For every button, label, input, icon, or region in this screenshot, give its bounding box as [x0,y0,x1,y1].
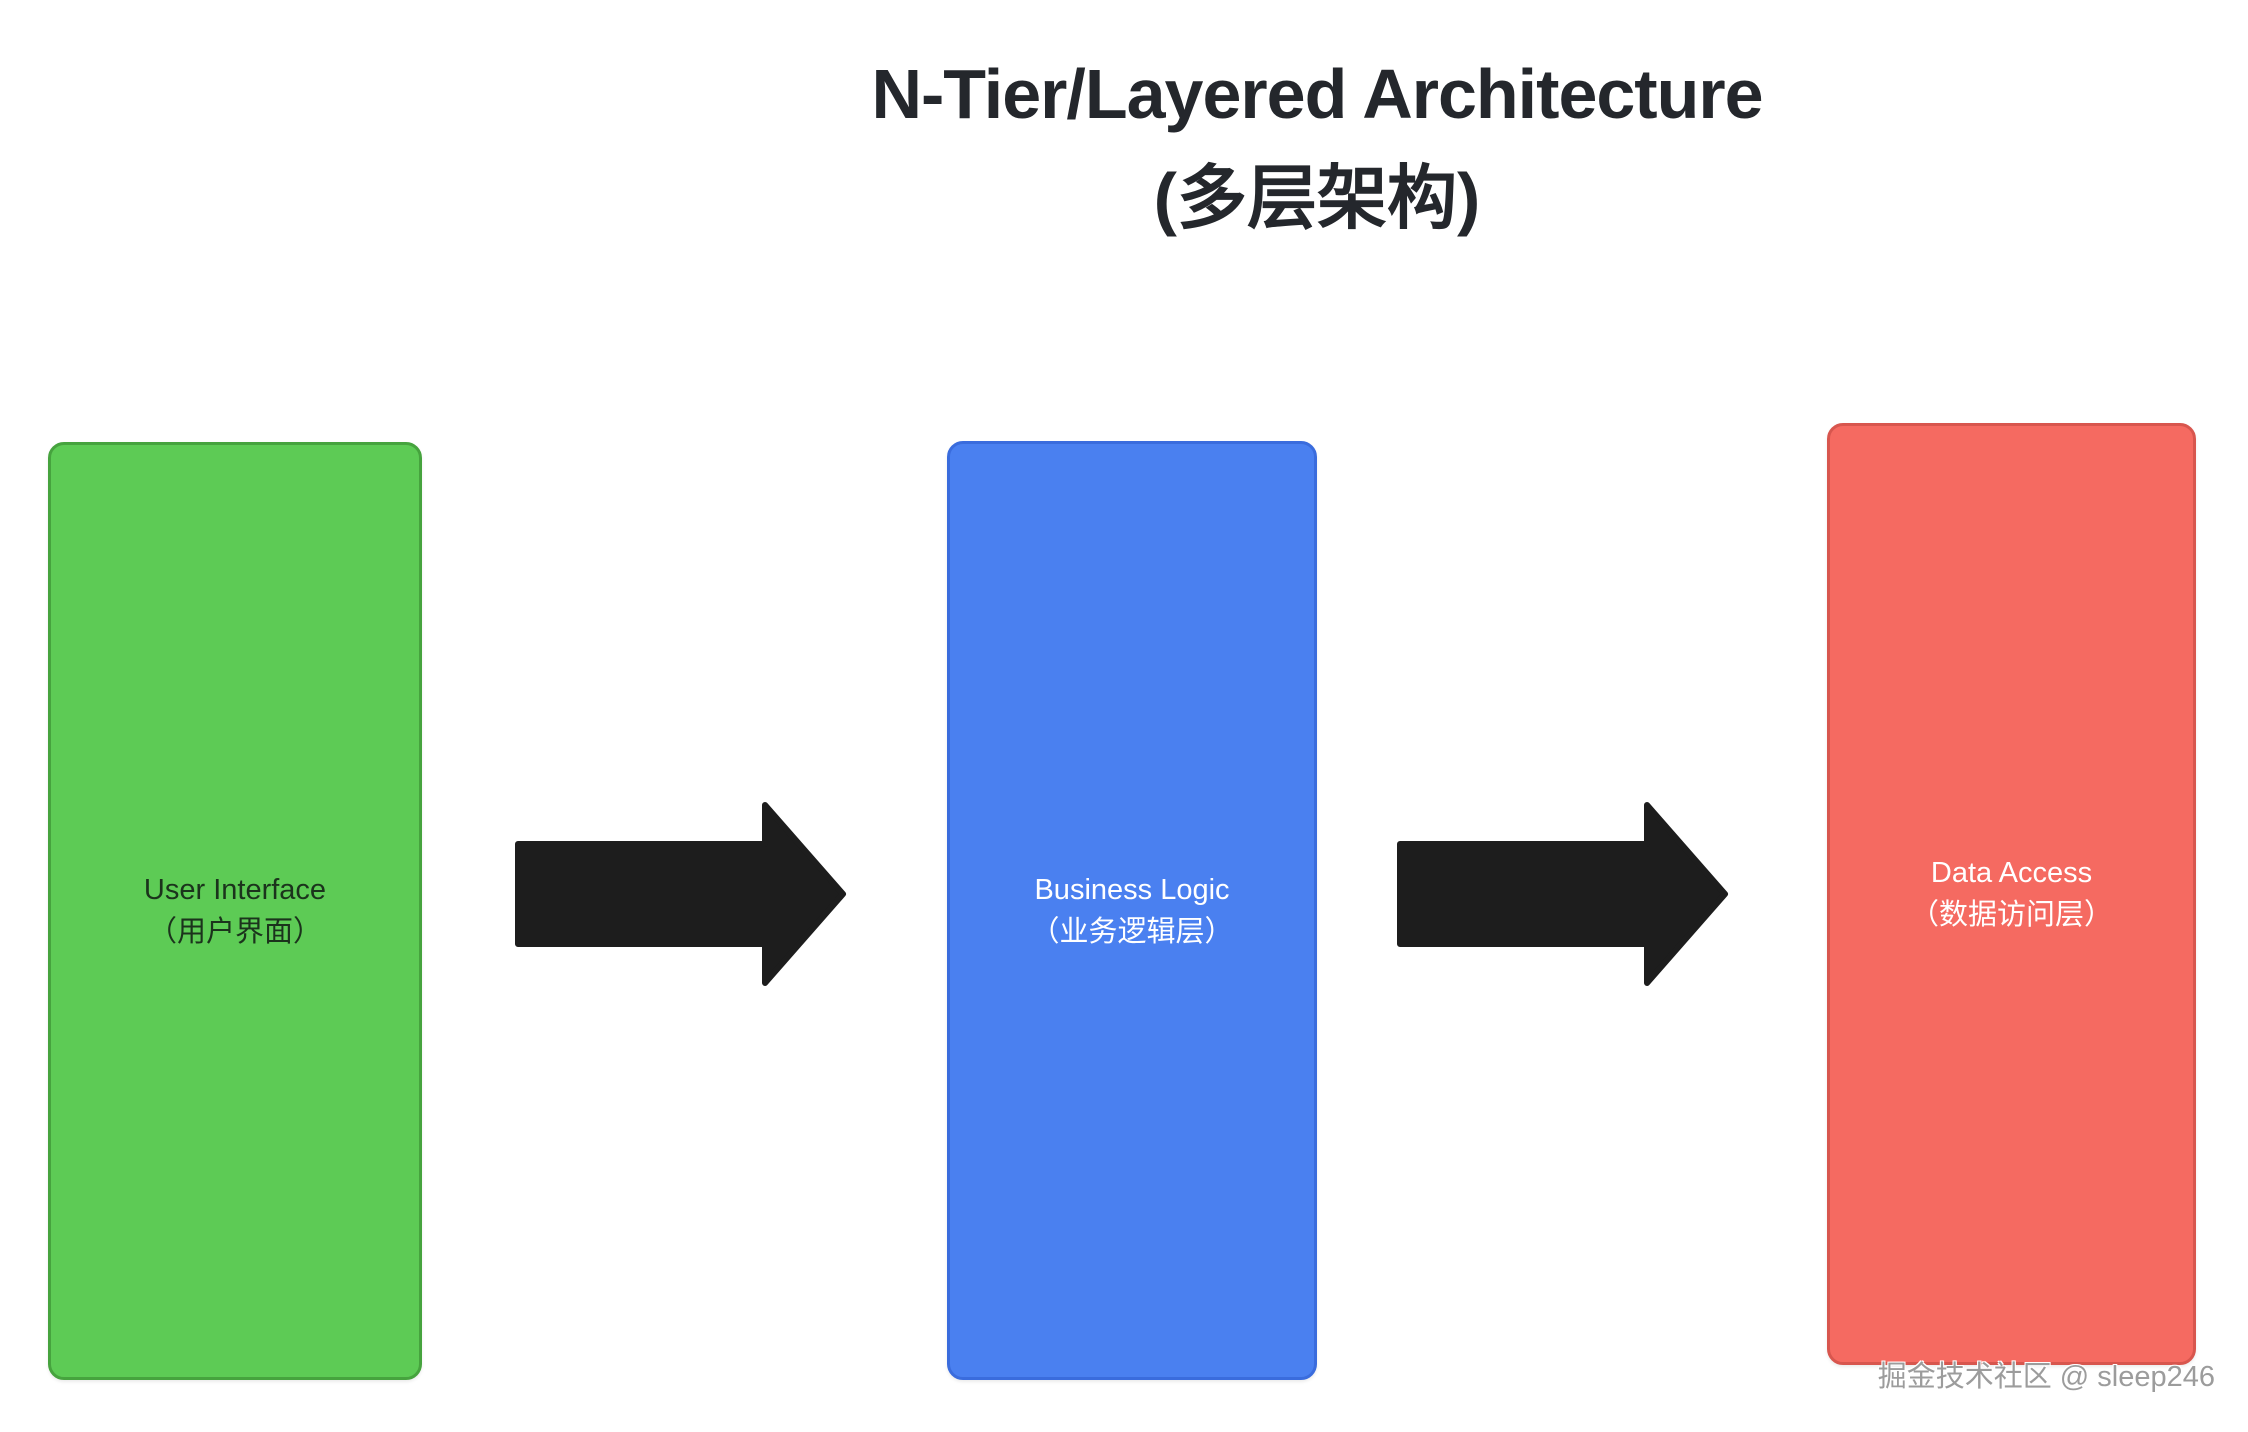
tier-label-en: Business Logic [1034,873,1230,906]
title-line-zh: (多层架构) [1153,159,1481,237]
title-line-en: N-Tier/Layered Architecture [871,55,1763,133]
tier-box-data-access: Data Access （数据访问层） [1827,423,2196,1365]
tier-box-business-logic: Business Logic （业务逻辑层） [947,441,1317,1380]
watermark-text: 掘金技术社区 @ sleep246 [1877,1361,2215,1393]
arrow-right-icon [515,802,846,986]
tier-label-zh: （业务逻辑层） [1030,915,1234,948]
tier-box-user-interface: User Interface （用户界面） [48,442,422,1380]
tier-label-zh: （用户界面） [147,916,322,948]
tier-label-zh: （数据访问层） [1909,899,2113,931]
tier-label-en: Data Access [1930,857,2093,889]
diagram-title: N-Tier/Layered Architecture (多层架构) [871,42,1763,250]
tier-label-en: User Interface [143,874,327,906]
arrow-right-icon [1397,802,1728,986]
